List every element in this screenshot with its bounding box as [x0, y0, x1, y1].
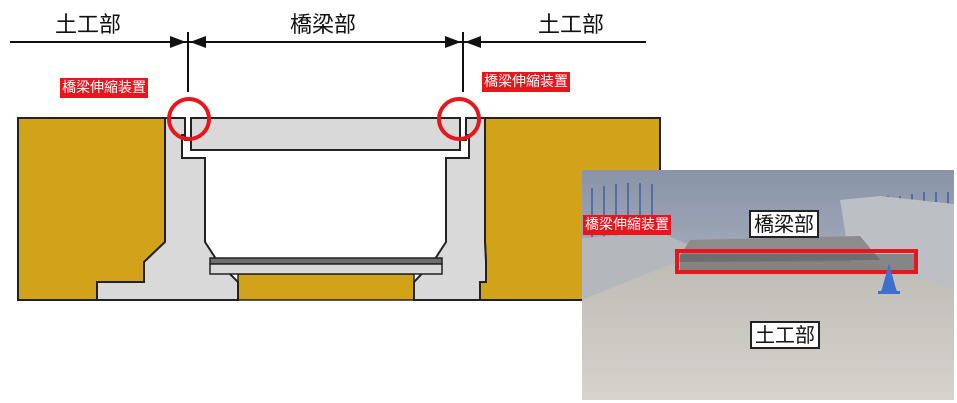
span-label-left: 土工部 — [55, 13, 122, 38]
joint-highlight-box — [675, 249, 918, 274]
span-label-center: 橋梁部 — [290, 13, 357, 38]
photo-joint-label: 橋梁伸縮装置 — [583, 215, 671, 235]
joint-highlight-left — [167, 97, 211, 141]
joint-label-left: 橋梁伸縮装置 — [60, 78, 148, 98]
span-label-right: 土工部 — [538, 13, 605, 38]
dimension-line — [10, 32, 646, 92]
photo-bridge-label: 橋梁部 — [749, 210, 819, 238]
photo-earthwork-label: 土工部 — [750, 321, 820, 349]
joint-label-right: 橋梁伸縮装置 — [482, 72, 570, 92]
joint-highlight-right — [437, 97, 481, 141]
